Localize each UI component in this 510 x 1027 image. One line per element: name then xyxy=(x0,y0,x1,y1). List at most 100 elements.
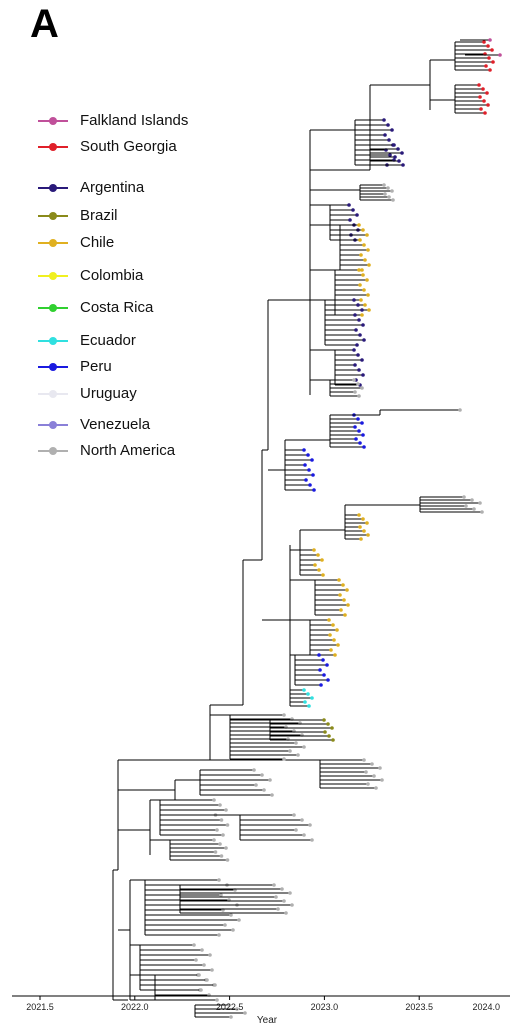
tip-marker xyxy=(400,151,404,155)
tip-marker xyxy=(357,318,361,322)
tip-marker xyxy=(483,111,487,115)
tip-marker xyxy=(355,213,359,217)
tip-marker xyxy=(480,510,484,514)
tip-marker xyxy=(270,793,274,797)
legend-item: Colombia xyxy=(38,267,143,284)
tip-marker xyxy=(361,273,365,277)
tip-marker xyxy=(336,643,340,647)
tip-marker xyxy=(367,263,371,267)
tip-marker xyxy=(358,333,362,337)
tip-marker xyxy=(388,153,392,157)
tip-marker xyxy=(357,429,361,433)
legend-label: Uruguay xyxy=(80,385,137,402)
tip-marker xyxy=(347,203,351,207)
tip-marker xyxy=(210,968,214,972)
tip-marker xyxy=(294,828,298,832)
tip-marker xyxy=(225,858,230,862)
tip-marker xyxy=(321,573,325,577)
tip-marker xyxy=(359,298,363,302)
tip-marker xyxy=(208,953,212,957)
legend-item: North America xyxy=(38,442,175,459)
tip-marker xyxy=(352,378,356,382)
tip-marker xyxy=(310,458,314,462)
tip-marker xyxy=(361,517,365,521)
tip-marker xyxy=(284,911,288,915)
tip-marker xyxy=(308,823,312,827)
tip-marker xyxy=(322,718,326,722)
tip-marker xyxy=(229,913,233,917)
tip-marker xyxy=(221,833,225,837)
tip-marker xyxy=(202,963,206,967)
tip-marker xyxy=(303,463,307,467)
tip-marker xyxy=(386,186,390,190)
tip-marker xyxy=(380,778,384,782)
tip-marker xyxy=(292,813,296,817)
legend-swatch xyxy=(38,142,68,152)
legend-item: Peru xyxy=(38,358,112,375)
tip-marker xyxy=(458,408,462,412)
tip-marker xyxy=(215,998,219,1002)
tip-marker xyxy=(307,704,311,708)
tip-marker xyxy=(326,722,330,726)
tip-marker xyxy=(219,818,224,822)
tip-marker xyxy=(392,143,396,147)
legend-item: Venezuela xyxy=(38,416,150,433)
tip-marker xyxy=(308,483,312,487)
legend-label: South Georgia xyxy=(80,138,177,155)
tip-marker xyxy=(382,118,386,122)
tip-marker xyxy=(355,343,359,347)
tip-marker xyxy=(366,533,370,537)
tip-marker xyxy=(488,38,492,42)
tip-marker xyxy=(353,313,357,317)
tip-marker xyxy=(362,243,366,247)
x-axis-tick-label: 2023.0 xyxy=(311,1002,339,1012)
tip-marker xyxy=(374,786,378,790)
legend-swatch xyxy=(38,211,68,221)
tip-marker xyxy=(262,788,266,792)
tip-marker xyxy=(282,713,286,717)
tip-marker xyxy=(302,833,306,837)
tip-marker xyxy=(322,673,326,677)
tip-marker xyxy=(282,757,286,761)
tip-marker xyxy=(370,762,374,766)
tip-marker xyxy=(335,628,339,632)
tip-marker xyxy=(290,903,294,907)
legend-label: Brazil xyxy=(80,207,118,224)
legend-item: Falkland Islands xyxy=(38,112,188,129)
tip-marker xyxy=(192,943,196,947)
legend-label: Peru xyxy=(80,358,112,375)
tip-marker xyxy=(363,258,367,262)
tip-marker xyxy=(482,99,486,103)
legend-item: Argentina xyxy=(38,179,144,196)
tip-marker xyxy=(311,473,315,477)
tip-marker xyxy=(481,87,485,91)
tip-marker xyxy=(396,147,400,151)
tip-marker xyxy=(268,778,272,782)
tip-marker xyxy=(307,468,311,472)
tip-marker xyxy=(313,563,317,567)
tip-marker xyxy=(472,507,476,511)
tip-marker xyxy=(364,770,368,774)
tip-marker xyxy=(274,895,278,899)
tip-marker xyxy=(361,228,365,232)
tip-marker xyxy=(280,887,284,891)
tip-marker xyxy=(477,83,481,87)
tip-marker xyxy=(312,548,316,552)
tip-marker xyxy=(345,588,349,592)
tip-marker xyxy=(330,726,334,730)
tip-marker xyxy=(304,478,308,482)
legend-item: South Georgia xyxy=(38,138,177,155)
panel-label: A xyxy=(30,2,59,46)
tip-marker xyxy=(312,488,316,492)
tip-marker xyxy=(390,189,394,193)
tip-marker xyxy=(361,373,365,377)
tip-marker xyxy=(341,583,345,587)
tip-marker xyxy=(339,608,343,612)
tip-marker xyxy=(479,107,483,111)
tip-marker xyxy=(353,425,357,429)
tip-marker xyxy=(318,668,322,672)
tip-marker xyxy=(358,441,362,445)
tip-marker xyxy=(243,1011,247,1015)
tip-marker xyxy=(320,558,324,562)
tip-marker xyxy=(302,745,306,749)
